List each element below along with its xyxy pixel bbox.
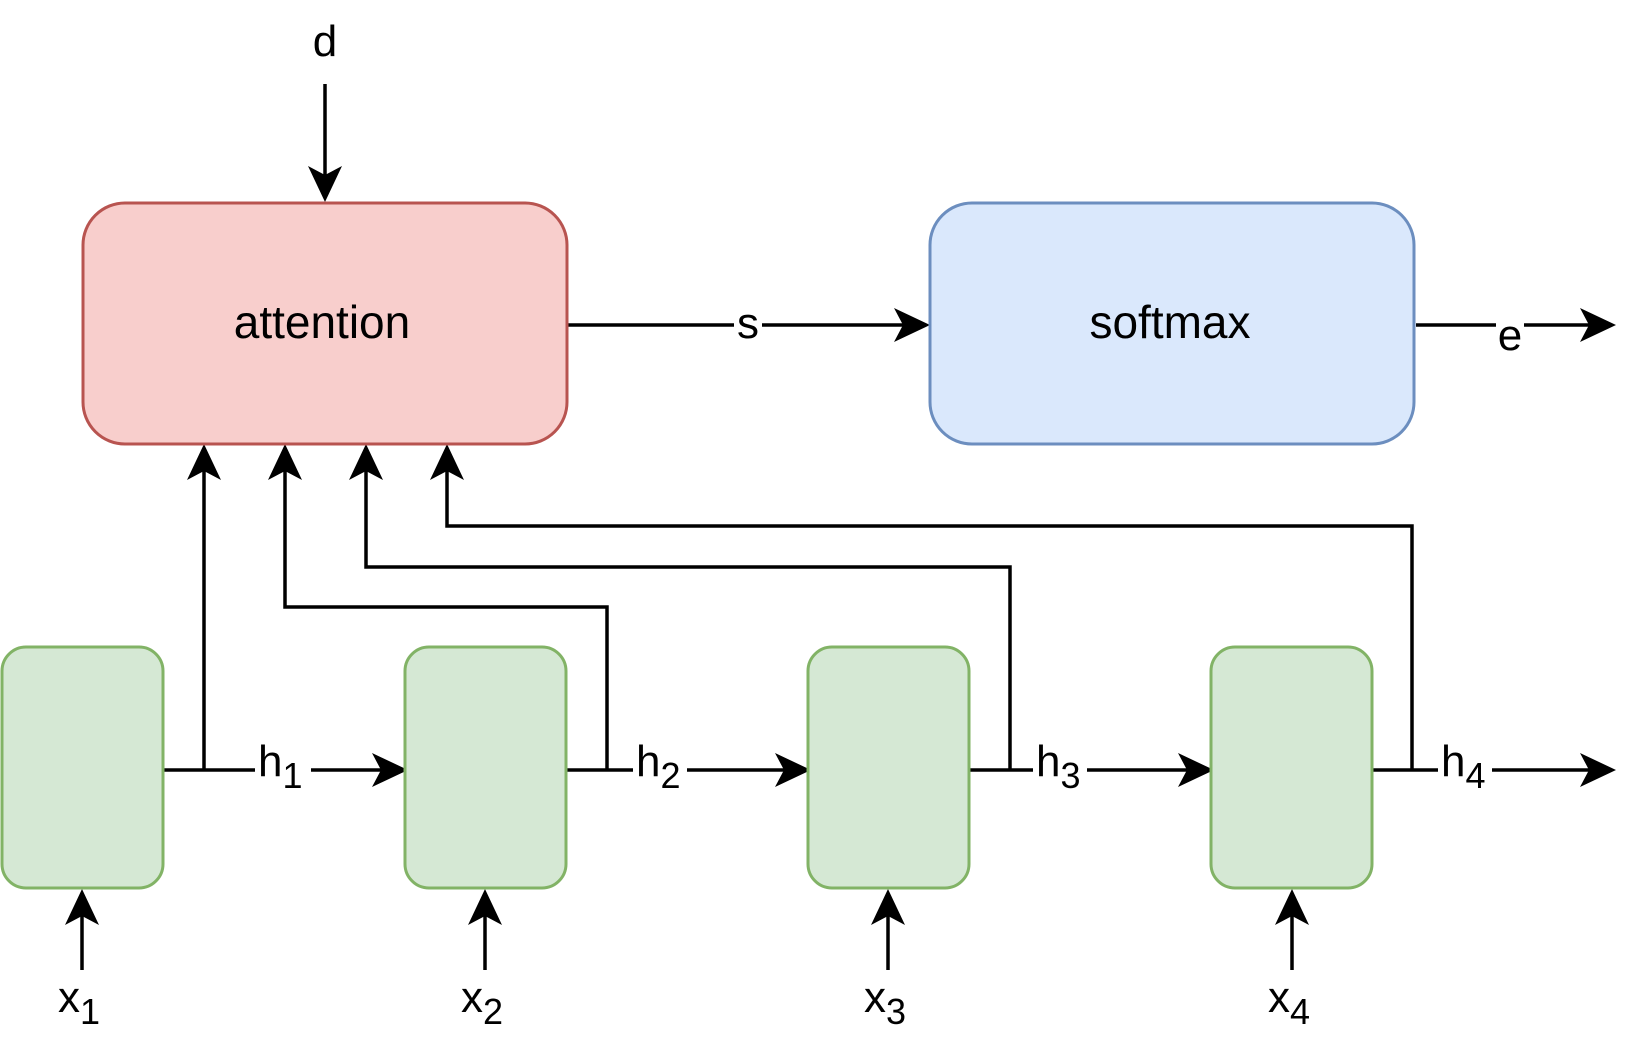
- x4-base: x: [1268, 973, 1290, 1022]
- h3-sub: 3: [1060, 755, 1080, 796]
- x2-base: x: [461, 973, 483, 1022]
- svg-text:h4: h4: [1441, 737, 1486, 796]
- h4-sub: 4: [1465, 755, 1485, 796]
- edge-h2-to-attention: [283, 448, 609, 770]
- arrowhead-x3: [871, 889, 905, 925]
- x1-base: x: [58, 973, 80, 1022]
- s-label-bg: [734, 300, 762, 348]
- attention-label: attention: [234, 296, 410, 348]
- arrowhead-x1: [65, 889, 99, 925]
- h2-label: h2: [633, 737, 687, 796]
- arrowhead-h3-up: [349, 444, 383, 480]
- x4-sub: 4: [1290, 991, 1310, 1032]
- x3-base: x: [864, 973, 886, 1022]
- arrowhead-h4: [1580, 753, 1616, 787]
- h2-base: h: [636, 737, 660, 786]
- svg-text:h1: h1: [258, 737, 303, 796]
- h1-label: h1: [255, 737, 311, 796]
- arrowhead-d: [308, 166, 342, 202]
- h4-base: h: [1441, 737, 1465, 786]
- x3-sub: 3: [886, 991, 906, 1032]
- rnn-cell-4: [1209, 645, 1374, 890]
- e-label-bg: [1496, 318, 1524, 360]
- rnn-cell-3: [806, 645, 971, 890]
- svg-text:h2: h2: [636, 737, 681, 796]
- arrowhead-x4: [1275, 889, 1309, 925]
- arrowhead-s: [894, 308, 930, 342]
- e-label: e: [1498, 311, 1522, 360]
- arrowhead-h3: [1178, 753, 1214, 787]
- h3-label: h3: [1033, 737, 1087, 796]
- x1-sub: 1: [80, 991, 100, 1032]
- x3-label: x3: [864, 973, 906, 1032]
- arrowhead-h2-up: [268, 444, 302, 480]
- h2-sub: 2: [660, 755, 680, 796]
- h1-sub: 1: [282, 755, 302, 796]
- x2-label: x2: [461, 973, 503, 1032]
- rnn-cell-1: [0, 645, 165, 890]
- arrowheads: [65, 166, 1616, 925]
- attention-box: [81, 201, 569, 446]
- softmax-box: [928, 201, 1416, 446]
- x4-label: x4: [1268, 973, 1310, 1032]
- svg-text:h3: h3: [1036, 737, 1081, 796]
- x2-sub: 2: [483, 991, 503, 1032]
- arrowhead-h2: [775, 753, 811, 787]
- arrowhead-h1-up: [187, 444, 221, 480]
- h1-base: h: [258, 737, 282, 786]
- s-label: s: [737, 299, 759, 348]
- h3-base: h: [1036, 737, 1060, 786]
- edge-h4-to-attention: [445, 448, 1414, 770]
- arrowhead-e: [1580, 308, 1616, 342]
- d-label: d: [313, 17, 337, 66]
- softmax-label: softmax: [1089, 296, 1250, 348]
- x1-label: x1: [58, 973, 100, 1032]
- arrowhead-h4-up: [430, 444, 464, 480]
- rnn-cell-2: [403, 645, 568, 890]
- arrowhead-h1: [372, 753, 408, 787]
- h4-label: h4: [1438, 737, 1492, 796]
- edge-h3-to-attention: [364, 448, 1012, 770]
- arrowhead-x2: [468, 889, 502, 925]
